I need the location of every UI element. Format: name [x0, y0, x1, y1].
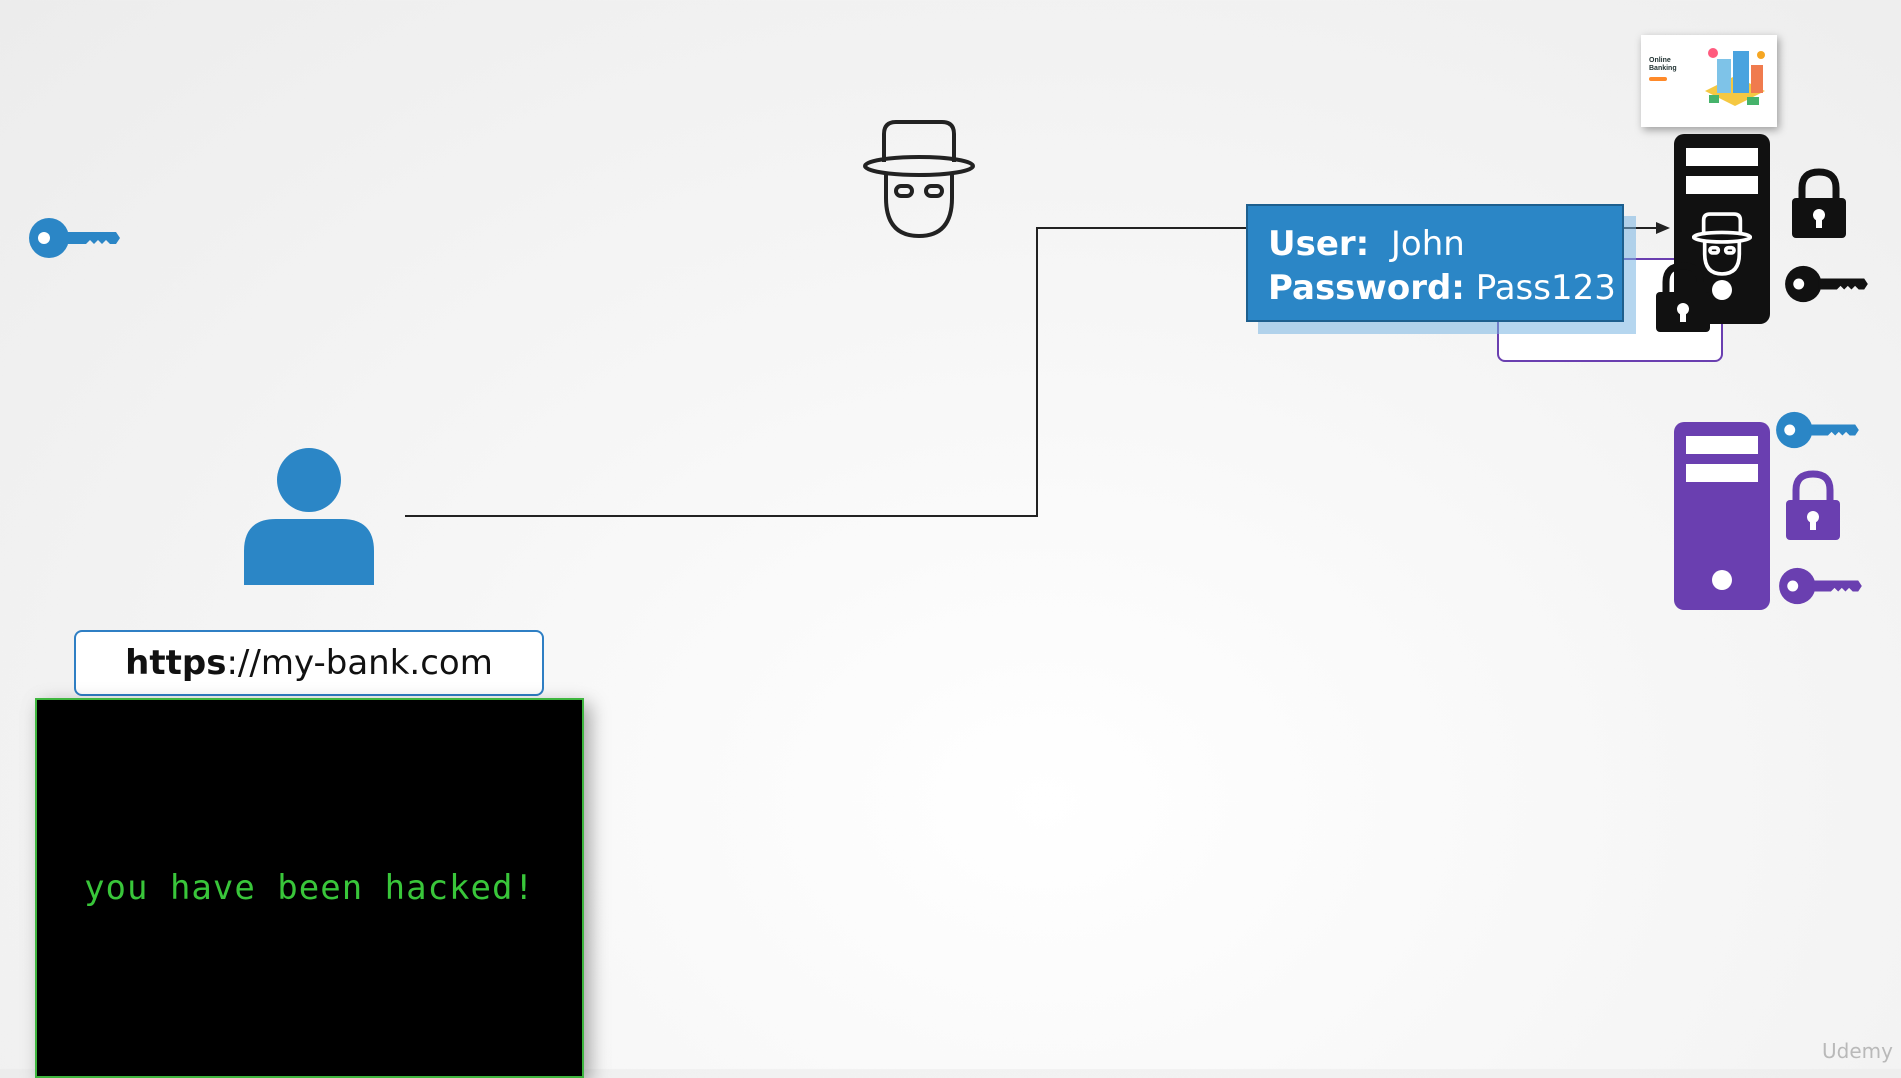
thumbnail-accent [1649, 77, 1667, 81]
udemy-watermark: Udemy [1822, 1039, 1893, 1063]
server-icon [1674, 422, 1770, 610]
key-icon [1776, 411, 1859, 449]
thumbnail-title: Online Banking [1649, 57, 1677, 72]
url-protocol: https [125, 643, 227, 683]
user-row: User: John [1268, 222, 1622, 266]
lock-icon [1792, 168, 1846, 238]
credentials-box: User: John Password: Pass123 [1246, 204, 1624, 322]
user-value: John [1390, 224, 1465, 264]
password-row: Password: Pass123 [1268, 266, 1622, 310]
url-domain: ://my-bank.com [226, 643, 493, 683]
url-bar[interactable]: https://my-bank.com [74, 630, 544, 696]
hacker-icon [1692, 212, 1752, 276]
user-label: User: [1268, 224, 1370, 264]
lock-icon [1786, 470, 1840, 540]
user-icon [244, 448, 374, 585]
lock-icon [1656, 262, 1710, 332]
key-icon [29, 218, 120, 258]
password-value: Pass123 [1475, 268, 1616, 308]
hacked-message: you have been hacked! [84, 868, 535, 908]
key-icon [1779, 567, 1862, 605]
city-illustration-icon [1705, 48, 1765, 106]
password-label: Password: [1268, 268, 1465, 308]
key-icon [1785, 265, 1868, 303]
hacker-icon [863, 120, 975, 239]
hacked-screen: you have been hacked! [35, 698, 584, 1078]
banking-site-thumbnail: Online Banking [1641, 35, 1777, 127]
